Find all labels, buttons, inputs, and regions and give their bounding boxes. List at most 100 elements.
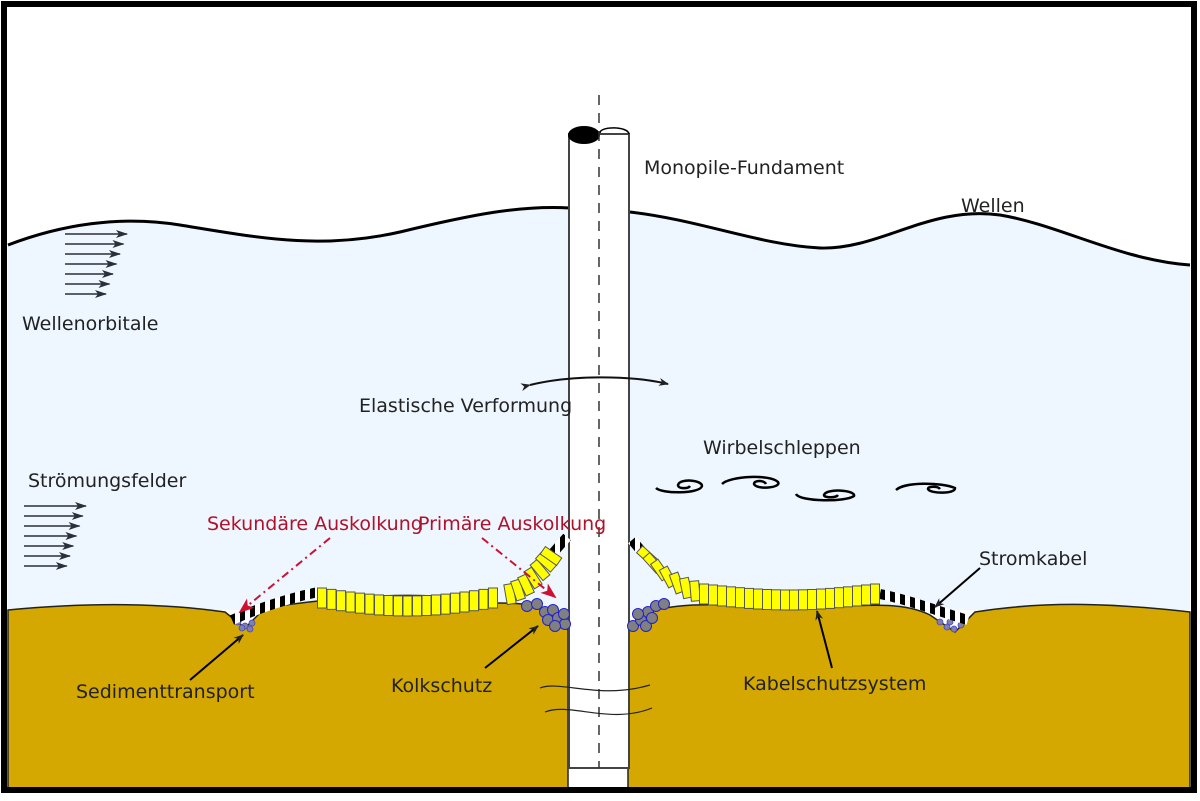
vortex-icon bbox=[655, 479, 704, 494]
cable-protection-segment bbox=[488, 587, 498, 609]
cable-protection-segment bbox=[780, 589, 790, 611]
primary-scour-arrow bbox=[481, 537, 557, 599]
cable-protection-segment bbox=[440, 593, 451, 615]
scour-stone bbox=[559, 618, 571, 630]
cable-protection-segment bbox=[816, 588, 826, 610]
label-sediment-transport: Sedimenttransport bbox=[76, 681, 255, 703]
cable-protection-segment bbox=[861, 584, 871, 606]
cable-protection-segment bbox=[402, 595, 413, 617]
cable-protection-segment bbox=[523, 566, 543, 590]
cable-protection-segment bbox=[374, 594, 384, 616]
cable-protection-segment bbox=[326, 588, 337, 610]
label-scour-protection: Kolkschutz bbox=[391, 675, 492, 697]
cable-protection-segment bbox=[708, 584, 718, 606]
secondary-scour-arrow bbox=[238, 537, 331, 614]
cable-protection-segment bbox=[744, 587, 754, 609]
current-arrows bbox=[24, 502, 87, 570]
vortex-group bbox=[655, 475, 957, 502]
cable-protection-segment bbox=[735, 587, 745, 609]
cable-protection-segment bbox=[431, 594, 441, 616]
cable-protection-segment bbox=[717, 585, 727, 607]
power-cable-left bbox=[229, 587, 320, 625]
cable-protection-segment bbox=[529, 558, 551, 582]
cable-protection-segment bbox=[689, 580, 701, 602]
power-cable-right bbox=[879, 589, 970, 625]
cable-protection-segment bbox=[753, 588, 763, 610]
cable-protection-segment bbox=[834, 587, 844, 609]
cable-protection-segment bbox=[762, 588, 772, 610]
cable-protection-segment bbox=[699, 583, 709, 605]
kolkschutz-pointer-arrow bbox=[484, 625, 539, 669]
scour-stone bbox=[549, 620, 561, 632]
cable-protection-segment bbox=[421, 595, 432, 617]
cable-protection-segment bbox=[355, 592, 365, 614]
cable-protection-pointer-arrow bbox=[815, 610, 833, 669]
cable-protection-segment bbox=[478, 588, 489, 610]
scour-stone bbox=[658, 598, 670, 610]
cable-protection-segment bbox=[364, 593, 375, 615]
monopile bbox=[539, 95, 653, 769]
seabed-right bbox=[627, 603, 1191, 791]
scour-stone bbox=[531, 598, 543, 610]
wave-orbital-arrows bbox=[65, 230, 128, 298]
label-current-fields: Strömungsfelder bbox=[28, 470, 186, 492]
sediment-grain bbox=[936, 618, 944, 626]
wave-surface-line bbox=[7, 205, 1191, 267]
cable-protection-segment bbox=[450, 592, 460, 614]
label-waves: Wellen bbox=[961, 195, 1025, 217]
sediment-grain bbox=[246, 625, 254, 633]
scour-stone bbox=[521, 600, 533, 612]
label-secondary-scour: Sekundäre Auskolkung bbox=[207, 513, 423, 535]
cable-protection-segment bbox=[317, 587, 327, 609]
label-vortex-shedding: Wirbelschleppen bbox=[703, 437, 861, 459]
cable-protection-segment bbox=[459, 591, 470, 613]
cable-protection-segment bbox=[789, 589, 799, 611]
cable-protection-system-right bbox=[635, 545, 880, 611]
deformation-double-arrow-icon bbox=[520, 376, 669, 392]
scour-stone bbox=[640, 620, 652, 632]
label-monopile: Monopile-Fundament bbox=[644, 157, 844, 179]
label-cable-protection-system: Kabelschutzsystem bbox=[743, 673, 926, 695]
cable-protection-segment bbox=[412, 595, 422, 617]
scour-stone bbox=[558, 608, 570, 620]
cable-protection-segment bbox=[517, 573, 535, 597]
cable-protection-segment bbox=[852, 585, 862, 607]
break-line-bottom bbox=[544, 707, 653, 716]
cable-protection-segment bbox=[825, 587, 835, 609]
label-wave-orbitals: Wellenorbitale bbox=[22, 313, 159, 335]
power-cable-left-top bbox=[549, 533, 571, 557]
cable-protection-segment bbox=[771, 589, 781, 611]
scour-stone bbox=[627, 620, 639, 632]
label-elastic-deformation: Elastische Verformung bbox=[359, 395, 572, 417]
scour-stone bbox=[646, 612, 658, 624]
scour-stone bbox=[632, 608, 644, 620]
sediment-grain bbox=[950, 625, 958, 633]
cable-protection-segment bbox=[870, 583, 880, 605]
cable-protection-segment bbox=[336, 590, 346, 612]
sediment-grain bbox=[238, 624, 246, 632]
cable-protection-segment bbox=[843, 586, 853, 608]
scour-protection-stones bbox=[234, 598, 965, 633]
sediment-grain bbox=[248, 619, 256, 627]
vortex-icon bbox=[895, 482, 957, 494]
power-cable-pointer-arrow bbox=[934, 567, 981, 608]
cable-protection-segment bbox=[539, 545, 563, 567]
sediment-pointer-arrow bbox=[189, 634, 244, 681]
break-line-top bbox=[539, 684, 651, 692]
cable-protection-segment bbox=[798, 589, 808, 611]
cable-protection-segment bbox=[383, 595, 394, 617]
cable-protection-system-left bbox=[317, 545, 563, 617]
label-power-cable: Stromkabel bbox=[979, 548, 1087, 570]
cable-protection-segment bbox=[393, 595, 403, 617]
cable-protection-segment bbox=[807, 588, 817, 610]
cable-protection-segment bbox=[345, 591, 356, 613]
cable-protection-segment bbox=[469, 590, 479, 612]
cable-protection-segment bbox=[726, 586, 736, 608]
vortex-icon bbox=[794, 489, 856, 502]
sediment-grain bbox=[943, 623, 951, 631]
vortex-icon bbox=[721, 475, 780, 489]
label-primary-scour: Primäre Auskolkung bbox=[418, 513, 606, 535]
